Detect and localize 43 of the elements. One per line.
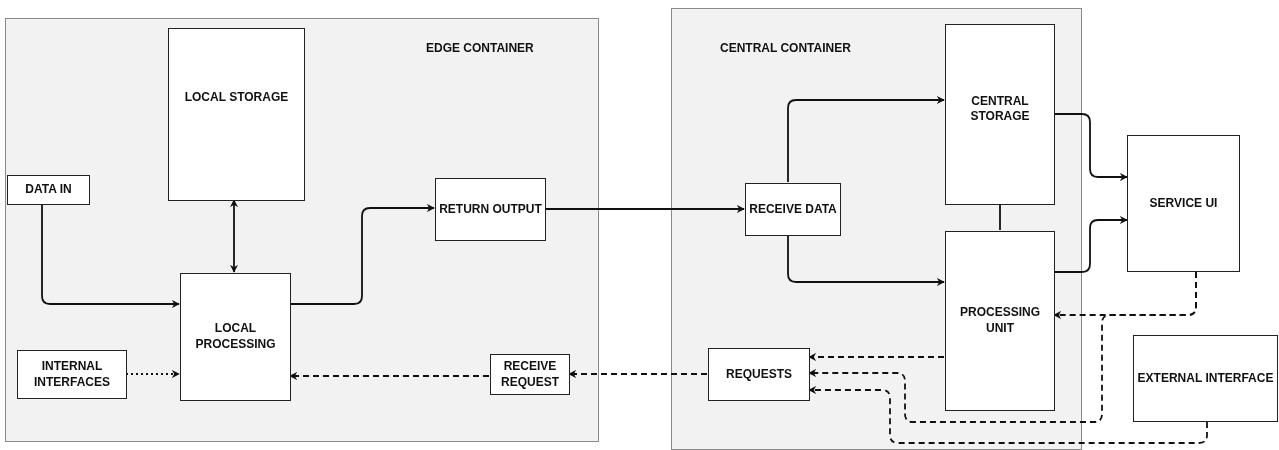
arrow: [568, 370, 708, 378]
arrow: [787, 234, 945, 286]
process-box: [1133, 335, 1278, 422]
box-label: LOCAL PROCESSING: [194, 321, 277, 353]
box-label: CENTRAL STORAGE: [969, 93, 1031, 125]
arrow: [125, 370, 180, 378]
connector-line: [999, 203, 1001, 231]
arrow: [289, 372, 490, 380]
box-label: REQUESTS: [725, 366, 793, 383]
arrow: [544, 205, 745, 213]
container-box: [671, 8, 1082, 450]
process-box: [180, 273, 291, 401]
box-label: RECEIVE REQUEST: [500, 358, 560, 391]
container-title: EDGE CONTAINER: [426, 41, 534, 55]
process-box: [168, 28, 305, 201]
box-label: PROCESSING UNIT: [959, 305, 1041, 337]
container-box: [5, 18, 599, 442]
container-title: CENTRAL CONTAINER: [720, 41, 851, 55]
box-label: SERVICE UI: [1148, 195, 1219, 212]
arrow: [1053, 113, 1128, 181]
arrow: [1053, 216, 1128, 273]
arrow: [808, 386, 1208, 444]
process-box: [708, 348, 810, 401]
box-label: EXTERNAL INTERFACE: [1136, 370, 1275, 387]
process-box: [745, 183, 841, 236]
box-label: DATA IN: [24, 182, 73, 198]
box-label: LOCAL STORAGE: [183, 90, 290, 106]
process-box: [17, 350, 127, 399]
process-box: [945, 231, 1055, 411]
arrow: [787, 96, 945, 183]
arrow: [808, 353, 945, 361]
box-label: RECEIVE DATA: [748, 201, 838, 218]
process-box: [7, 175, 90, 205]
process-box: [945, 24, 1055, 205]
arrow: [289, 204, 435, 305]
process-box: [435, 178, 546, 241]
process-box: [1127, 135, 1240, 272]
arrow: [230, 199, 238, 273]
box-label: RETURN OUTPUT: [438, 201, 543, 218]
box-label: INTERNAL INTERFACES: [33, 358, 111, 391]
arrow: [808, 271, 1197, 423]
arrow: [41, 203, 180, 308]
process-box: [490, 354, 570, 395]
